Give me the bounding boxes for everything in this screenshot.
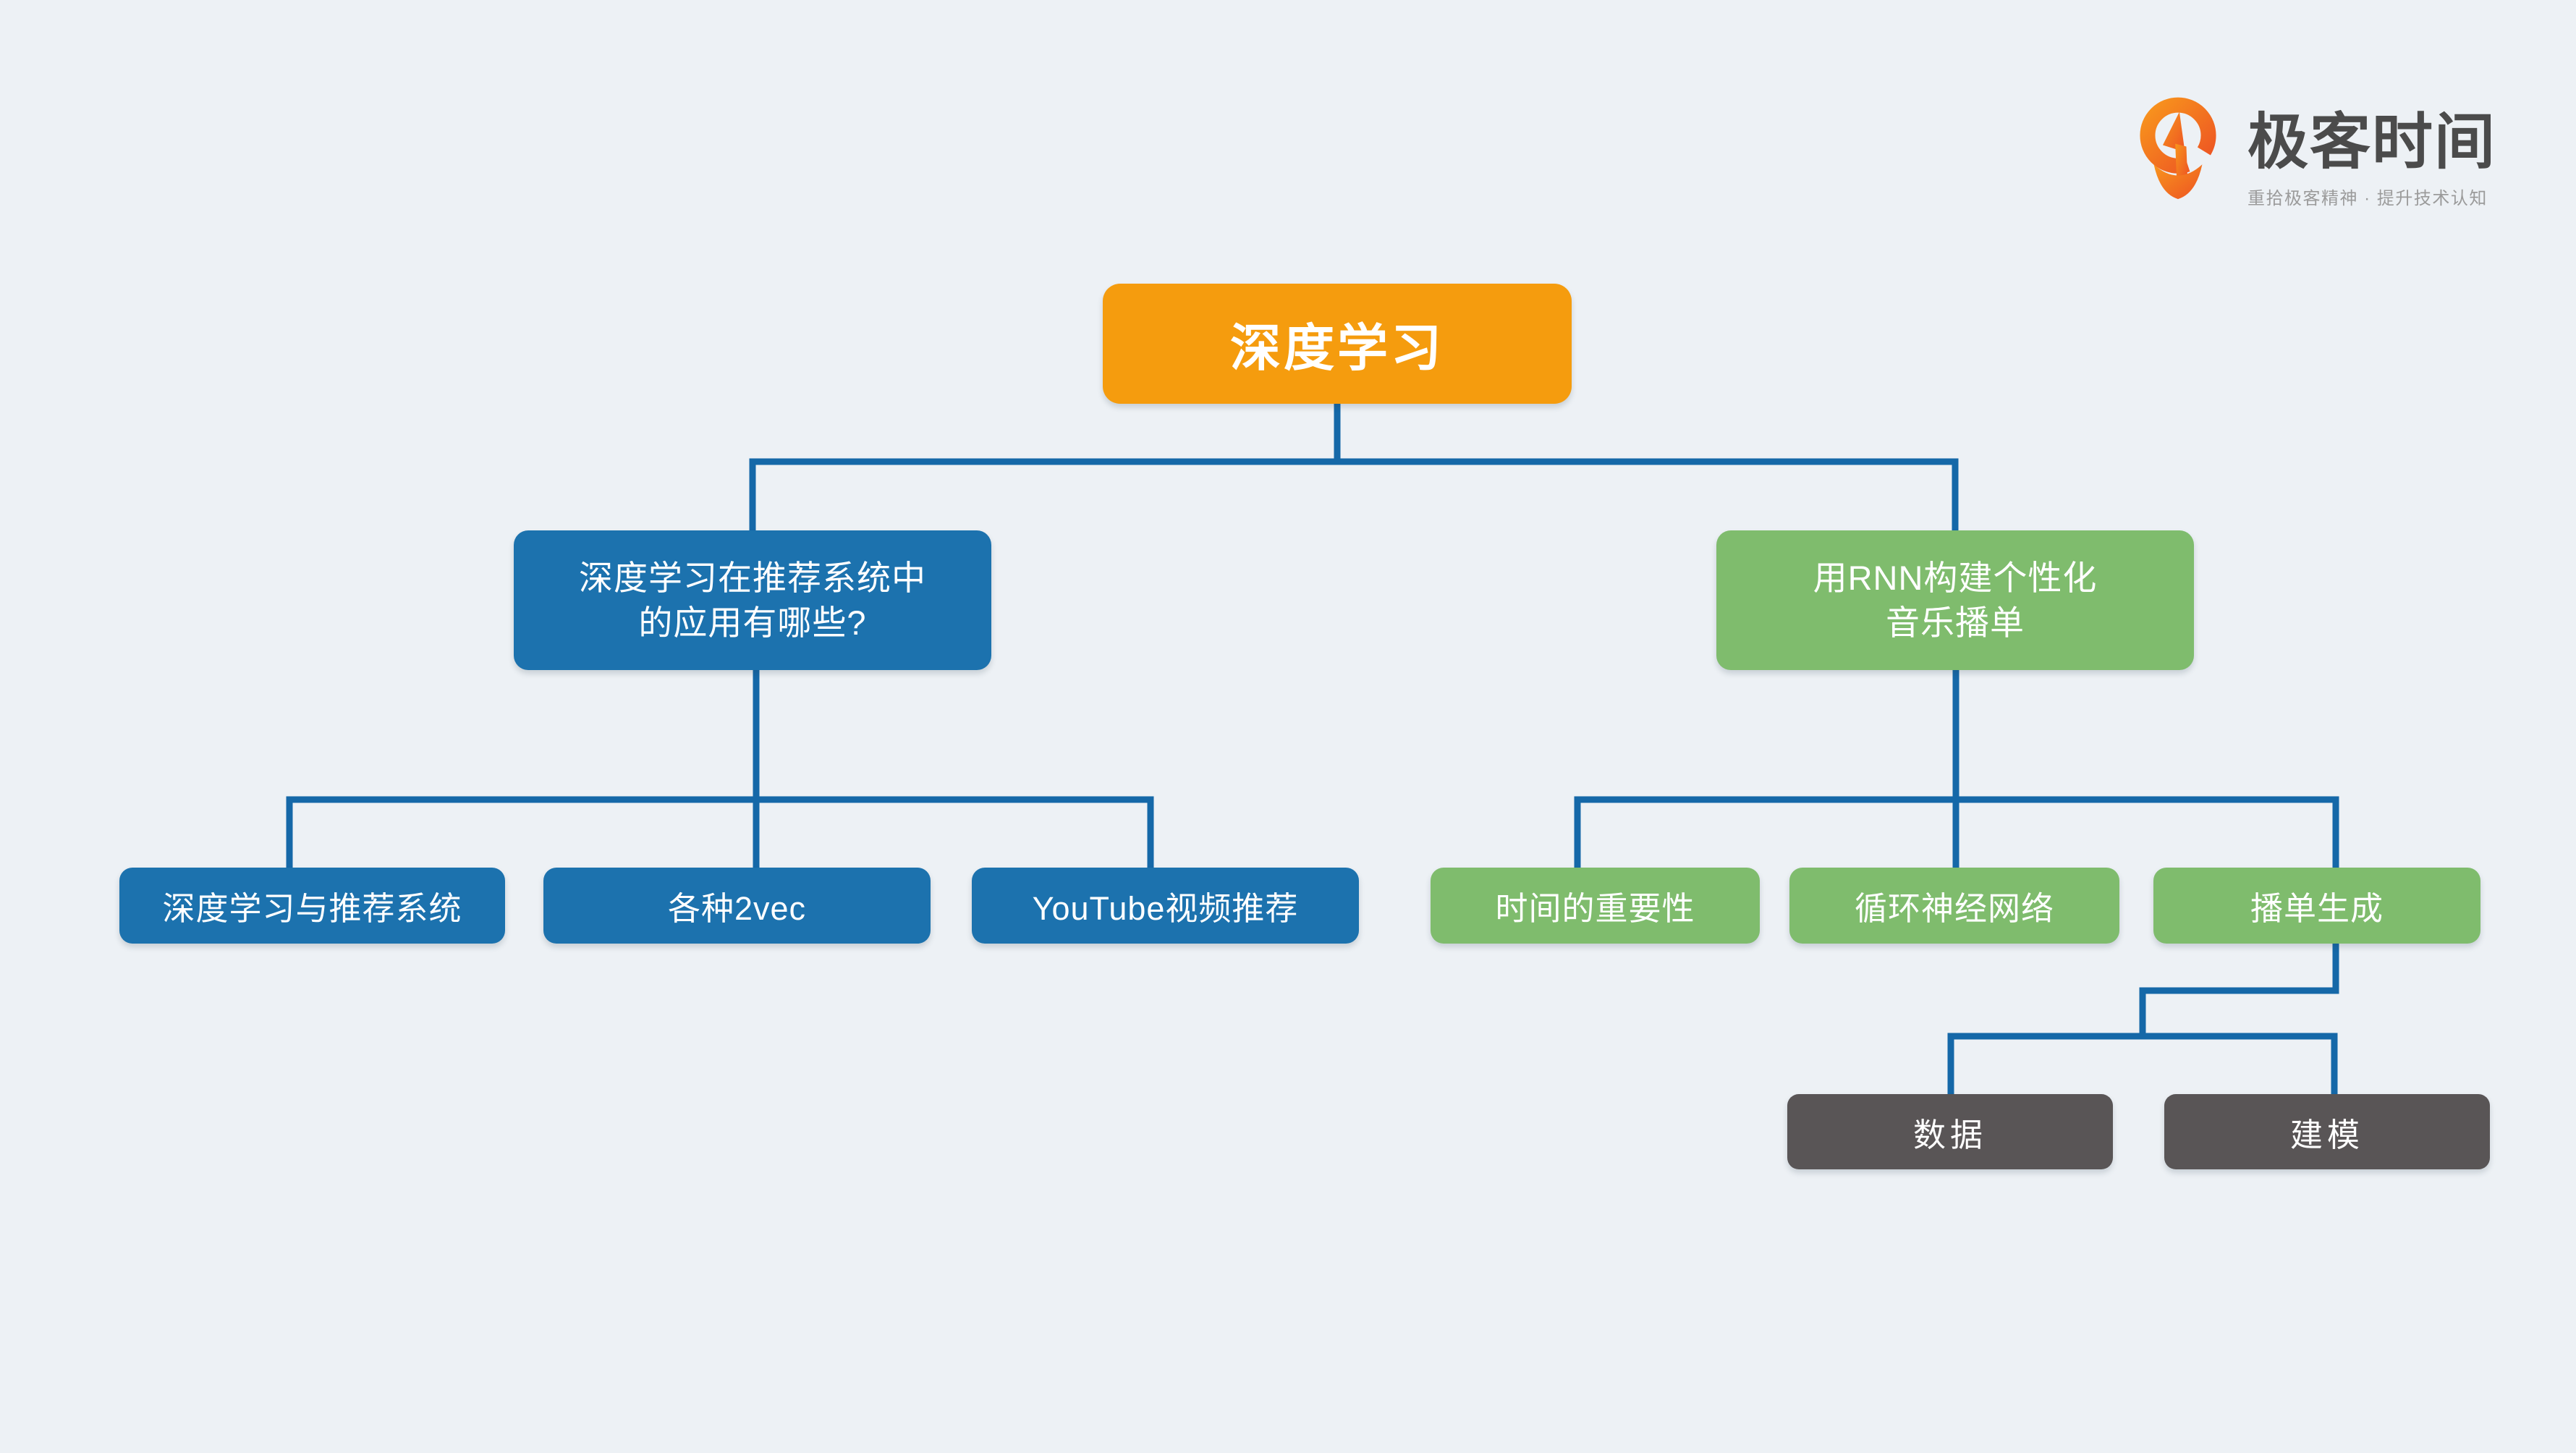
node-branch-rnn-line2: 音乐播单 [1886, 603, 2025, 642]
logo-title: 极客时间 [2247, 108, 2497, 176]
node-grandchild-modeling: 建模 [2164, 1094, 2490, 1169]
connector-root-to-branches [749, 404, 1959, 530]
connector-right-branch-to-leaves [1574, 670, 2339, 868]
node-leaf-playlist-generation: 播单生成 [2153, 868, 2480, 944]
geektime-pin-icon [2140, 97, 2216, 200]
connector-playlist-to-children [1947, 944, 2339, 1094]
node-leaf-label: 时间的重要性 [1495, 890, 1695, 927]
node-grandchild-label: 建模 [2289, 1116, 2364, 1153]
node-root-label: 深度学习 [1230, 319, 1444, 376]
node-branch-recsys-line2: 的应用有哪些? [638, 603, 867, 642]
node-leaf-time-importance: 时间的重要性 [1431, 868, 1760, 944]
node-root: 深度学习 [1103, 284, 1572, 404]
node-leaf-rnn-network: 循环神经网络 [1789, 868, 2119, 944]
logo-slogan: 重拾极客精神 · 提升技术认知 [2247, 189, 2488, 208]
node-leaf-youtube: YouTube视频推荐 [972, 868, 1359, 944]
node-grandchild-label: 数据 [1912, 1116, 1987, 1153]
node-branch-rnn: 用RNN构建个性化 音乐播单 [1716, 530, 2194, 670]
node-leaf-label: 各种2vec [667, 890, 807, 927]
node-branch-rnn-line1: 用RNN构建个性化 [1813, 558, 2098, 597]
node-branch-recsys: 深度学习在推荐系统中 的应用有哪些? [514, 530, 991, 670]
node-grandchild-data: 数据 [1787, 1094, 2113, 1169]
node-leaf-2vec: 各种2vec [543, 868, 931, 944]
node-branch-recsys-line1: 深度学习在推荐系统中 [579, 558, 926, 597]
geektime-logo: 极客时间 重拾极客精神 · 提升技术认知 [2136, 91, 2496, 216]
connector-left-branch-to-leaves [286, 670, 1154, 868]
node-leaf-label: YouTube视频推荐 [1032, 890, 1299, 927]
node-leaf-label: 深度学习与推荐系统 [162, 890, 462, 927]
node-leaf-label: 循环神经网络 [1854, 890, 2054, 927]
node-leaf-dl-and-recsys: 深度学习与推荐系统 [119, 868, 505, 944]
node-leaf-label: 播单生成 [2250, 890, 2384, 927]
logo-text-block: 极客时间 重拾极客精神 · 提升技术认知 [2247, 111, 2496, 209]
